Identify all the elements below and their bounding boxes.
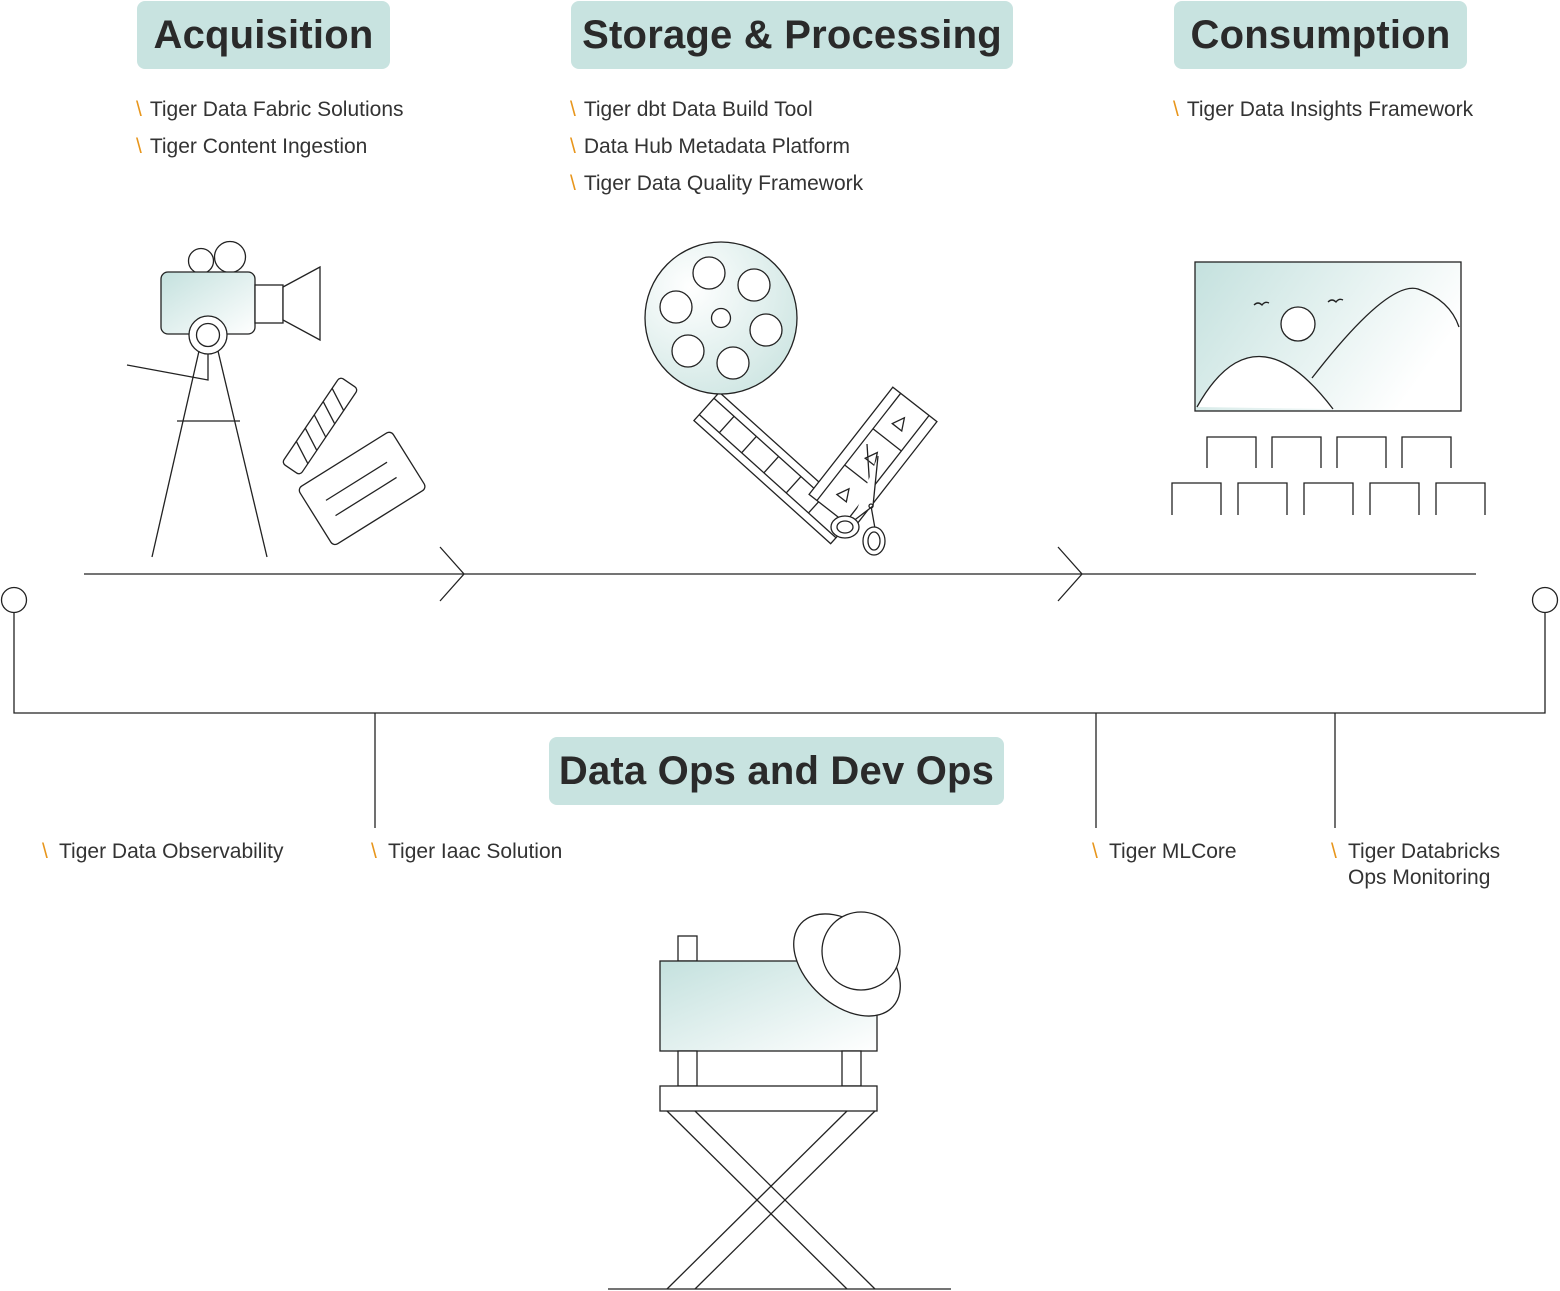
stage-title-acquisition: Acquisition	[137, 1, 390, 69]
scissors-icon	[830, 443, 886, 556]
film-reel-icon	[644, 241, 798, 395]
hat-icon	[793, 911, 901, 1017]
acquisition-tools-list: \Tiger Data Fabric Solutions \Tiger Cont…	[136, 91, 404, 165]
ops-item-iaac: \Tiger Iaac Solution	[371, 840, 563, 863]
bullet-marker: \	[570, 98, 576, 121]
list-item: \Tiger dbt Data Build Tool	[570, 98, 813, 121]
list-item: \Tiger Data Insights Framework	[1173, 98, 1474, 121]
ops-item-observability: \Tiger Data Observability	[42, 840, 284, 863]
stage-title-storage-processing: Storage & Processing	[571, 1, 1013, 69]
consumption-tools-list: \Tiger Data Insights Framework	[1173, 91, 1473, 128]
ops-title: Data Ops and Dev Ops	[549, 737, 1004, 805]
ops-item-mlcore: \Tiger MLCore	[1092, 840, 1237, 863]
list-item: \Tiger Content Ingestion	[136, 135, 368, 158]
flow-arrow-2	[1057, 546, 1083, 602]
theater-seats-icon	[1171, 436, 1486, 515]
stage-title-consumption: Consumption	[1174, 1, 1467, 69]
cinema-screen-icon	[1194, 261, 1462, 412]
film-strip-icon	[692, 386, 938, 545]
bullet-marker: \	[371, 840, 377, 863]
clapperboard-icon	[282, 377, 426, 546]
directors-chair-icon	[608, 911, 951, 1290]
bullet-marker: \	[42, 840, 48, 863]
endpoint-left	[0, 586, 28, 614]
bullet-marker: \	[570, 172, 576, 195]
bullet-marker: \	[136, 98, 142, 121]
bullet-marker: \	[1331, 840, 1337, 863]
bullet-marker: \	[1092, 840, 1098, 863]
movie-camera-icon	[126, 240, 321, 558]
list-item: \Data Hub Metadata Platform	[570, 135, 850, 158]
list-item: \Tiger Data Fabric Solutions	[136, 98, 404, 121]
endpoint-right	[1531, 586, 1559, 614]
ops-item-databricks-monitoring: \Tiger Databricks Ops Monitoring	[1331, 840, 1501, 889]
storage-processing-tools-list: \Tiger dbt Data Build Tool \Data Hub Met…	[570, 91, 863, 202]
ops-bracket	[13, 613, 1546, 714]
bullet-marker: \	[136, 135, 142, 158]
list-item: \Tiger Data Quality Framework	[570, 172, 864, 195]
bullet-marker: \	[570, 135, 576, 158]
bullet-marker: \	[1173, 98, 1179, 121]
flow-arrow-1	[439, 546, 465, 602]
